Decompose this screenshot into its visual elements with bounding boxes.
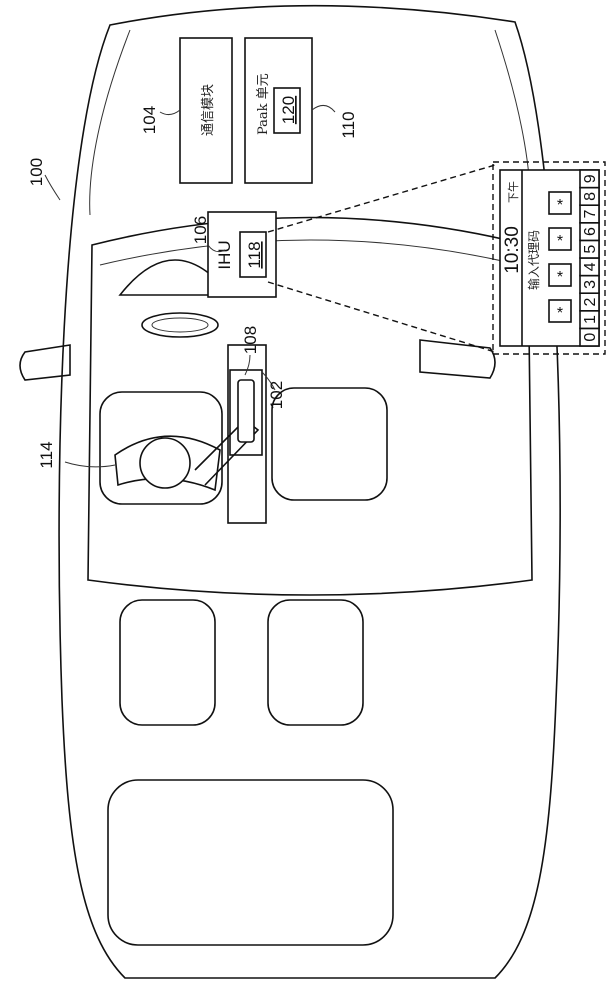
steering-wheel-hub bbox=[152, 318, 208, 332]
right-mirror bbox=[420, 340, 495, 378]
code-slot-char: * bbox=[557, 305, 563, 322]
leader-108 bbox=[245, 355, 250, 375]
comm-module-label: 通信模块 bbox=[201, 84, 216, 136]
keypad-digit: 7 bbox=[582, 209, 599, 218]
keypad-digit: 8 bbox=[582, 192, 599, 201]
keypad-digit: 3 bbox=[582, 280, 599, 289]
driver-head bbox=[140, 438, 190, 488]
passenger-seat bbox=[272, 388, 387, 500]
keypad-digit: 9 bbox=[582, 174, 599, 183]
code-slot-char: * bbox=[557, 197, 563, 214]
trunk-lid bbox=[108, 780, 393, 945]
ihu-label: IHU bbox=[215, 240, 234, 269]
code-slot-char: * bbox=[557, 269, 563, 286]
paak-inner-ref: 120 bbox=[279, 96, 298, 124]
keypad-digit: 2 bbox=[582, 297, 599, 306]
inset-time: 10:30 bbox=[502, 226, 523, 274]
keypad-digit: 6 bbox=[582, 227, 599, 236]
inset-period: 下午 bbox=[507, 181, 520, 203]
leader-100 bbox=[45, 175, 60, 200]
ref-102: 102 bbox=[267, 381, 286, 409]
ref-104: 104 bbox=[140, 106, 159, 134]
keypad-digit: 4 bbox=[582, 262, 599, 271]
keypad-digit: 0 bbox=[582, 333, 599, 342]
steering-wheel bbox=[142, 313, 218, 337]
cabin-outline bbox=[88, 218, 532, 596]
paak-unit-label: Paak 单元 bbox=[256, 73, 271, 135]
keypad: 0 1 2 3 4 5 6 7 8 9 bbox=[580, 170, 599, 346]
inset-prompt: 输入代理码 bbox=[526, 230, 541, 290]
leader-110 bbox=[312, 105, 335, 112]
mobile-device bbox=[238, 380, 254, 442]
ref-106: 106 bbox=[191, 216, 210, 244]
ref-110: 110 bbox=[339, 111, 358, 138]
ihu-inner-ref: 118 bbox=[245, 241, 264, 268]
keypad-digit: 1 bbox=[582, 315, 599, 324]
ref-114: 114 bbox=[37, 441, 56, 468]
keypad-digit: 5 bbox=[582, 245, 599, 254]
ref-100: 100 bbox=[27, 158, 46, 186]
callout-lines bbox=[268, 165, 495, 352]
ref-108: 108 bbox=[241, 326, 260, 354]
code-slot-char: * bbox=[557, 233, 563, 250]
leader-104 bbox=[160, 110, 180, 115]
rear-seat-left bbox=[120, 600, 215, 725]
rear-seat-right bbox=[268, 600, 363, 725]
